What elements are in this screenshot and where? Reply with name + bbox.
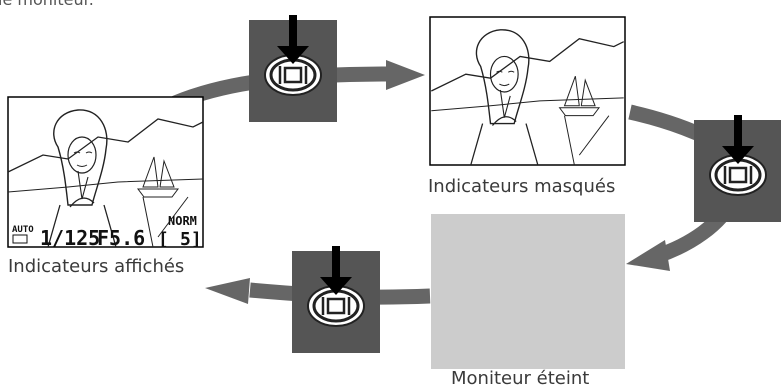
shutter-speed-indicator: 1/125 xyxy=(40,226,100,250)
monitor-off xyxy=(431,214,625,369)
image-quality-indicator: NORM xyxy=(168,214,197,228)
label-indicators-shown: Indicateurs affichés xyxy=(8,256,185,277)
mode-indicator: AUTO xyxy=(12,225,34,235)
monitor-indicators-shown: AUTO 1/125 F5.6 NORM [ 5] xyxy=(7,96,204,250)
monitor-indicators-hidden xyxy=(429,16,626,166)
monitor-button-right xyxy=(694,115,781,224)
monitor-button-bottom xyxy=(292,246,380,355)
label-indicators-hidden: Indicateurs masqués xyxy=(428,176,616,197)
intro-text-fragment: le moniteur. xyxy=(0,0,94,9)
aperture-indicator: F5.6 xyxy=(97,226,145,250)
frames-remaining-indicator: 5] xyxy=(180,229,202,250)
label-monitor-off: Moniteur éteint xyxy=(451,368,590,389)
monitor-button-top xyxy=(249,15,337,124)
frames-bracket: [ xyxy=(158,229,169,250)
